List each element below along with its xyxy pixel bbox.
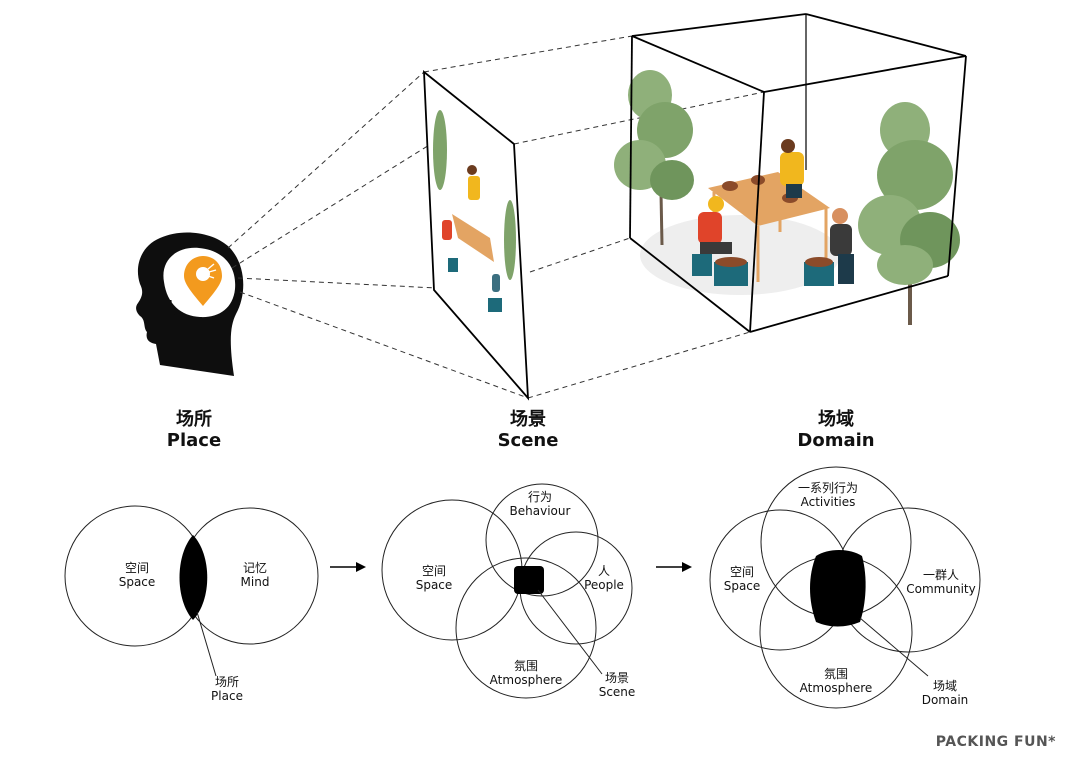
label-en: Space (723, 578, 761, 593)
arrow-icon (330, 562, 366, 572)
venn-domain-atmosphere-label: 氛围 Atmosphere (786, 667, 886, 696)
label-zh: 空间 (729, 565, 754, 579)
heading-scene-zh: 场景 (510, 409, 546, 430)
heading-domain: 场域 Domain (786, 409, 886, 451)
label-en: Space (118, 574, 156, 589)
tree-icon (858, 102, 960, 325)
tree-icon (614, 70, 694, 246)
label-zh: 场景 (604, 671, 629, 685)
brand-logo: PACKING FUN* (935, 734, 1056, 750)
heading-place-en: Place (166, 429, 222, 451)
venn-place-space-label: 空间 Space (102, 561, 172, 590)
label-en: Atmosphere (489, 672, 563, 687)
venn-domain-space-label: 空间 Space (707, 565, 777, 594)
label-zh: 人 (597, 564, 610, 578)
label-zh: 场所 (214, 675, 239, 689)
venn-domain (709, 466, 981, 709)
label-zh: 氛围 (513, 659, 538, 673)
venn-scene-behaviour-label: 行为 Behaviour (495, 490, 585, 519)
label-en: Scene (598, 684, 636, 699)
label-en: Community (906, 581, 976, 596)
label-en: Place (211, 688, 243, 703)
venn-scene-atmosphere-label: 氛围 Atmosphere (476, 659, 576, 688)
label-zh: 空间 (124, 561, 149, 575)
heading-scene: 场景 Scene (478, 409, 578, 451)
venn-domain-result-label: 场域 Domain (910, 679, 980, 708)
label-zh: 氛围 (823, 667, 848, 681)
arrow-icon (656, 562, 692, 572)
head-silhouette-icon (136, 232, 244, 376)
domain-cube (614, 13, 967, 333)
projection-lines (227, 35, 765, 399)
venn-scene (381, 483, 633, 699)
heading-place: 场所 Place (144, 409, 244, 451)
heading-domain-zh: 场域 (818, 409, 854, 430)
label-en: Mind (240, 574, 270, 589)
label-en: Domain (921, 692, 969, 707)
label-zh: 空间 (421, 564, 446, 578)
heading-place-zh: 场所 (176, 409, 212, 430)
heading-domain-en: Domain (797, 429, 875, 451)
label-en: People (584, 577, 624, 592)
venn-scene-space-label: 空间 Space (399, 564, 469, 593)
venn-domain-activities-label: 一系列行为 Activities (778, 481, 878, 510)
label-en: Atmosphere (799, 680, 873, 695)
label-zh: 行为 (527, 490, 552, 504)
label-en: Space (415, 577, 453, 592)
label-zh: 一群人 (922, 568, 959, 582)
label-zh: 场域 (932, 679, 957, 693)
venn-domain-community-label: 一群人 Community (896, 568, 986, 597)
venn-scene-people-label: 人 People (569, 564, 639, 593)
scene-panel (423, 70, 530, 401)
label-en: Behaviour (509, 503, 571, 518)
label-zh: 一系列行为 (797, 481, 858, 495)
venn-scene-result-label: 场景 Scene (582, 671, 652, 700)
venn-place (64, 505, 319, 677)
label-zh: 记忆 (242, 561, 267, 575)
venn-place-mind-label: 记忆 Mind (220, 561, 290, 590)
venn-place-result-label: 场所 Place (192, 675, 262, 704)
label-en: Activities (800, 494, 856, 509)
heading-scene-en: Scene (497, 429, 559, 451)
